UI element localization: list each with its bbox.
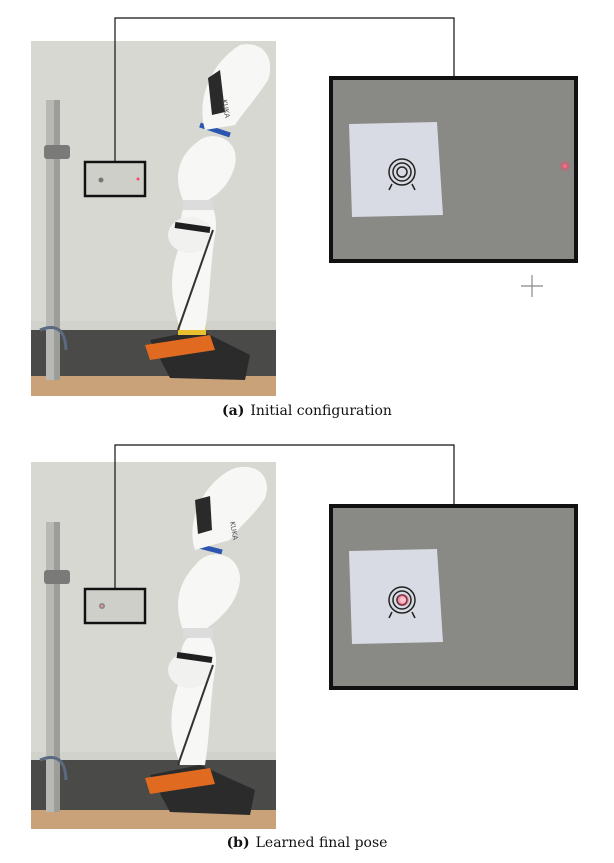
svg-text:KUKA: KUKA: [220, 99, 231, 119]
laser-dot: [397, 594, 409, 606]
caption-a-label: (a): [222, 403, 245, 419]
zoom-view: [329, 76, 578, 263]
robot-arm: KUKA: [145, 44, 271, 380]
panel-a-figure: KUKA: [31, 17, 578, 396]
target-inset-photo: [87, 164, 143, 194]
connector-line: [114, 444, 455, 589]
caption-a-text: Initial configuration: [250, 403, 392, 419]
robot-photo: KUKA: [31, 462, 276, 829]
connector-line: [114, 17, 455, 162]
panel-b-figure: KUKA: [31, 444, 578, 829]
panel-learned-final-pose: KUKA: [0, 430, 614, 863]
target-paper: [349, 549, 443, 644]
robot-arm: KUKA: [145, 466, 267, 815]
caption-a: (a) Initial configuration: [0, 403, 614, 419]
caption-b-label: (b): [226, 835, 250, 851]
laser-dot: [560, 161, 570, 171]
panel-initial-configuration: KUKA: [0, 0, 614, 430]
target-inset-photo: [87, 591, 143, 621]
robot-photo: KUKA: [31, 41, 276, 396]
caption-b: (b) Learned final pose: [0, 835, 614, 851]
crosshair-icon: [521, 275, 543, 297]
caption-b-text: Learned final pose: [255, 835, 388, 851]
target-paper: [349, 122, 443, 217]
zoom-view: [329, 504, 578, 690]
svg-text:KUKA: KUKA: [228, 521, 239, 541]
